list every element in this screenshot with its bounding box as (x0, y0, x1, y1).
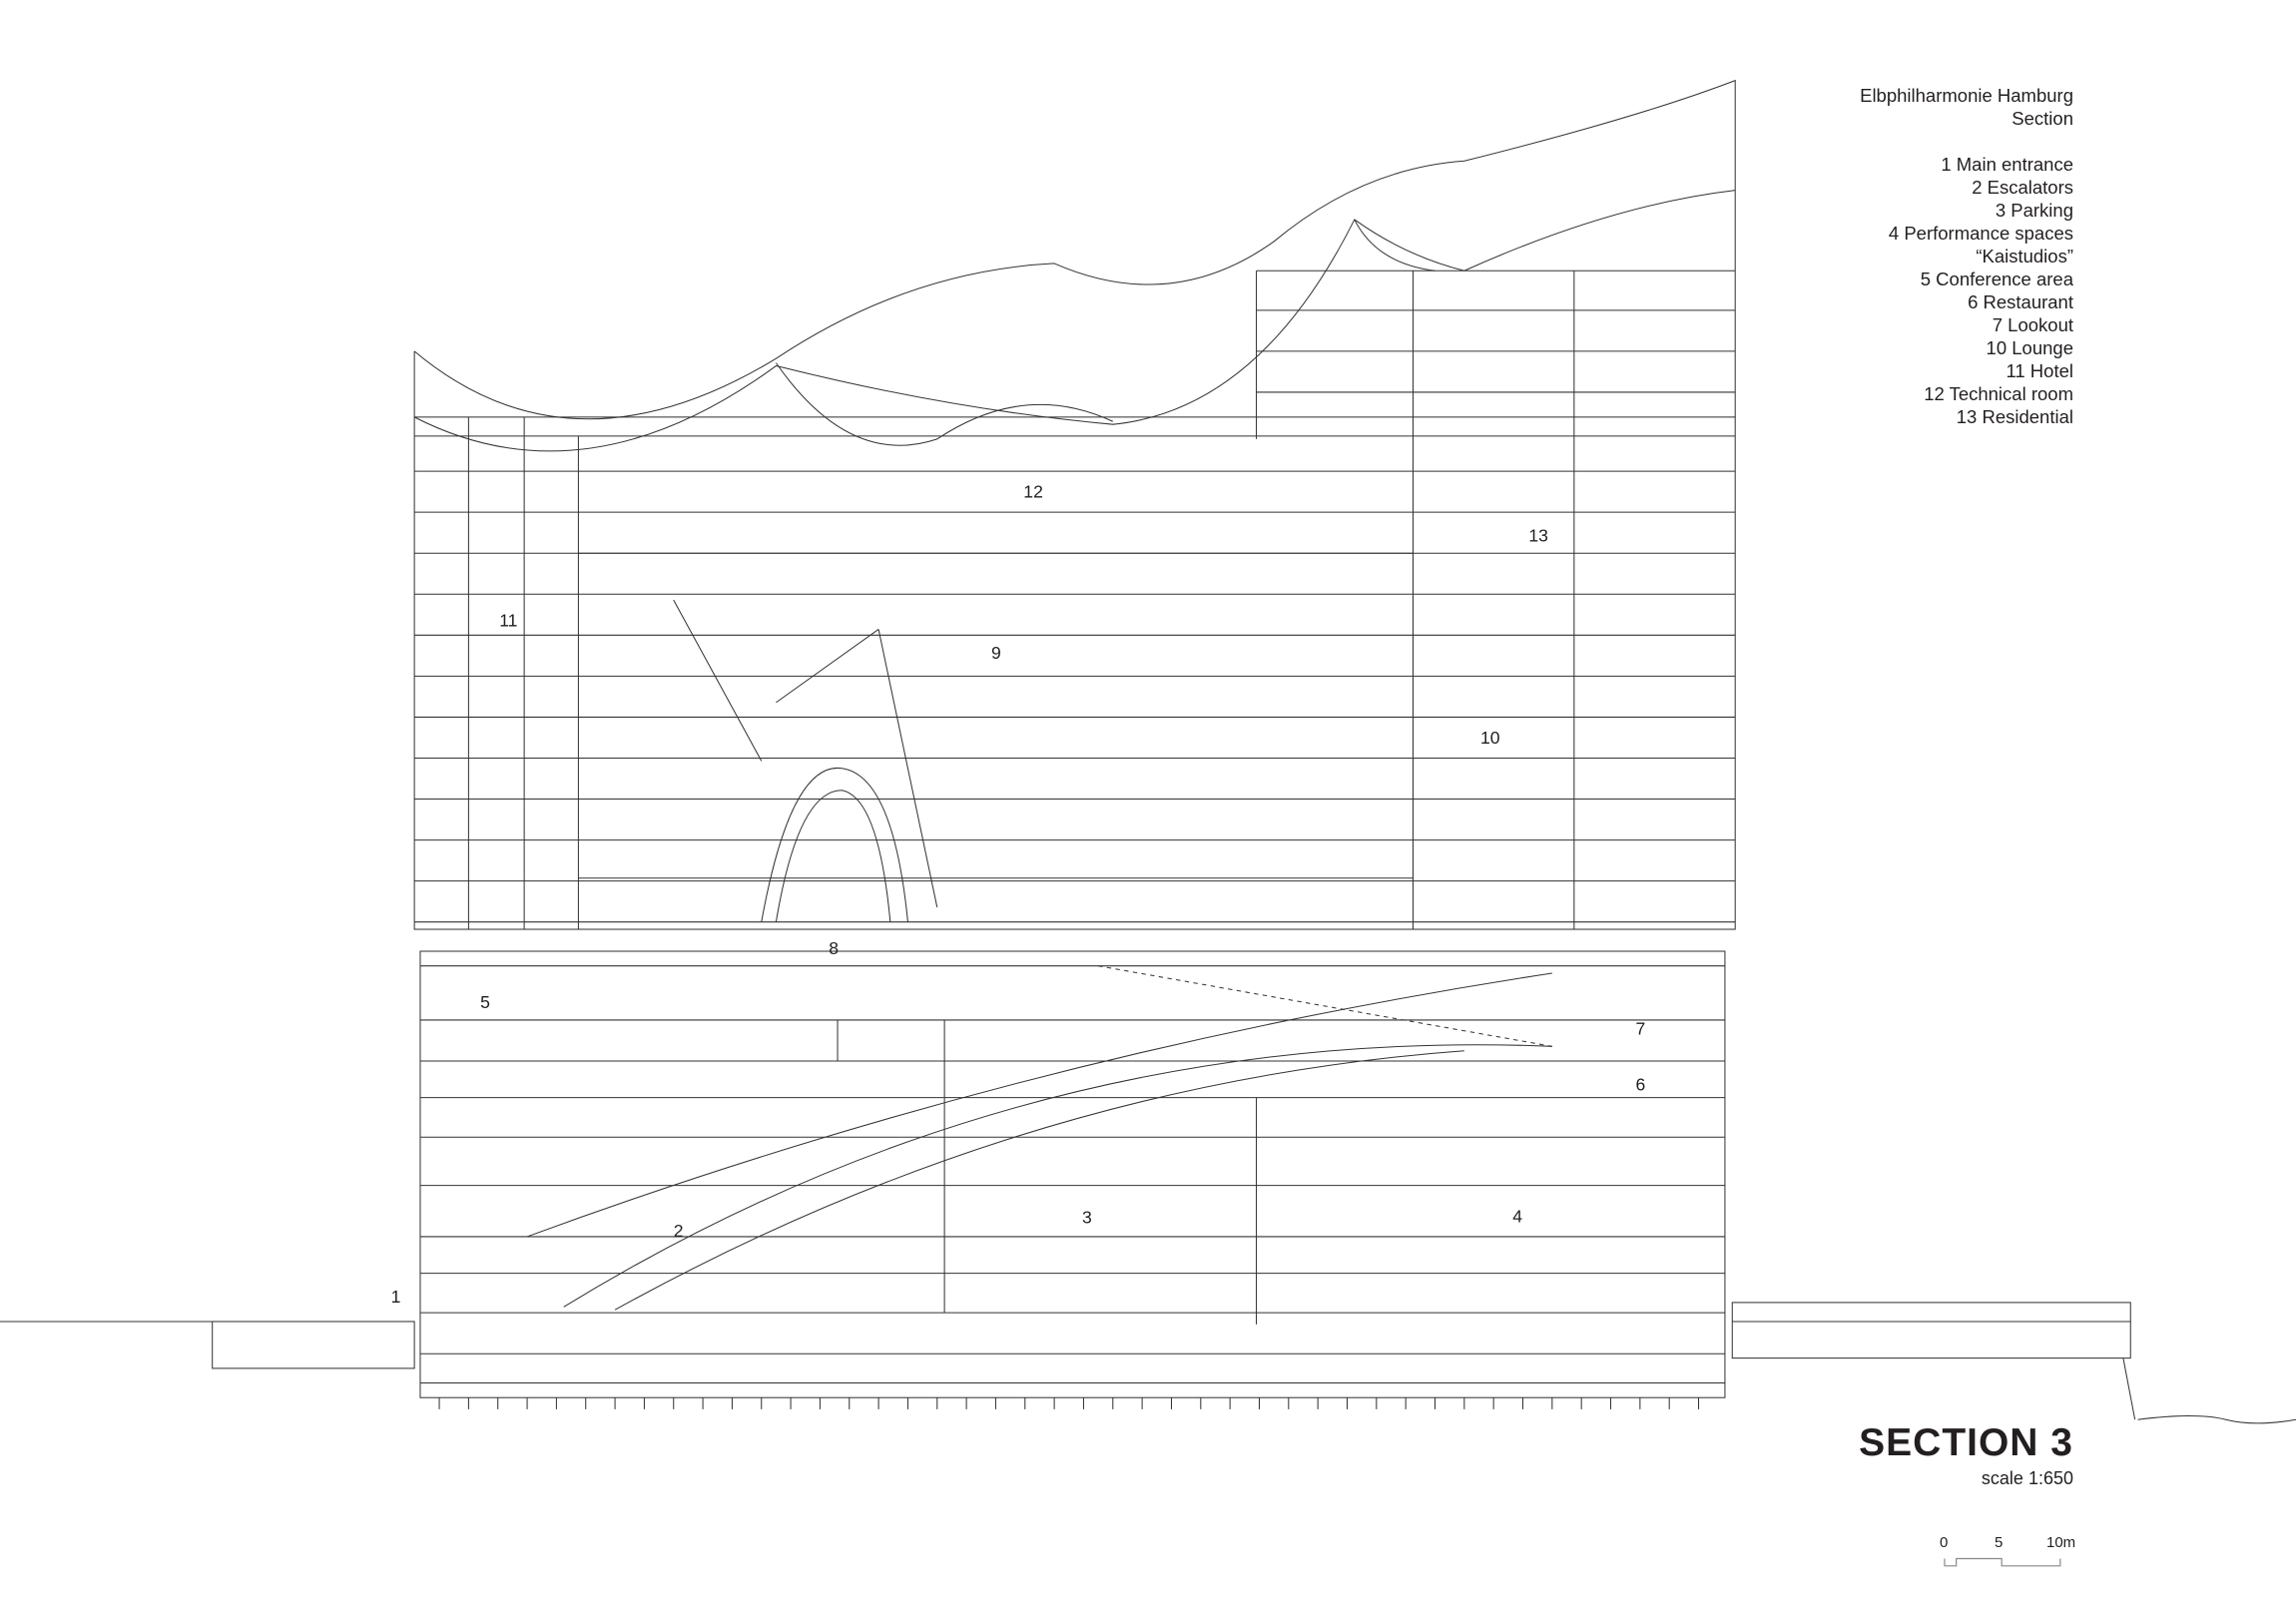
legend-item: 2 Escalators (1972, 177, 2073, 198)
label-13: 13 (1528, 525, 1548, 545)
legend-item: 11 Hotel (2006, 360, 2073, 381)
label-4: 4 (1512, 1206, 1522, 1226)
scale-bar-label-10m: 10m (2046, 1534, 2076, 1551)
label-10: 10 (1480, 728, 1500, 748)
escalator (526, 972, 1552, 1311)
scale-bar-label-5: 5 (1995, 1534, 2004, 1551)
section-title: SECTION 3 (1859, 1421, 2073, 1464)
water-line (2137, 1415, 2296, 1424)
quay-right (1731, 1302, 2131, 1359)
section-scale: scale 1:650 (1981, 1468, 2073, 1488)
label-8: 8 (829, 938, 839, 958)
label-11: 11 (499, 611, 517, 631)
label-2: 2 (674, 1221, 684, 1241)
legend-item: 5 Conference area (1920, 269, 2073, 289)
quay-left (212, 1321, 415, 1369)
legend-item: 3 Parking (1995, 200, 2073, 221)
glass-volume (413, 416, 1736, 930)
legend-item: 6 Restaurant (1968, 291, 2073, 312)
concert-hall (578, 552, 1415, 879)
legend-item: 10 Lounge (1986, 337, 2073, 358)
legend: Elbphilharmonie Hamburg Section 1 Main e… (1860, 84, 2073, 428)
legend-item: 4 Performance spaces (1888, 223, 2073, 244)
label-3: 3 (1082, 1208, 1092, 1228)
roof-wave (413, 79, 1736, 420)
legend-item: “Kaistudios” (1976, 246, 2073, 267)
label-1: 1 (391, 1287, 401, 1307)
scale-bar (1944, 1557, 2061, 1567)
label-5: 5 (480, 992, 490, 1012)
label-12: 12 (1023, 482, 1043, 502)
label-6: 6 (1635, 1074, 1645, 1094)
scale-bar-label-0: 0 (1940, 1534, 1949, 1551)
legend-item: 13 Residential (1956, 406, 2073, 427)
legend-item: 12 Technical room (1924, 383, 2073, 404)
legend-item: 7 Lookout (1992, 314, 2073, 335)
room-labels: 1 2 3 4 5 6 7 8 9 10 11 12 13 (391, 482, 1646, 1307)
legend-subtitle: Section (2011, 108, 2073, 129)
legend-item: 1 Main entrance (1941, 154, 2073, 175)
label-7: 7 (1635, 1019, 1645, 1039)
legend-title: Elbphilharmonie Hamburg (1860, 85, 2073, 106)
label-9: 9 (991, 643, 1001, 663)
warehouse-block (419, 950, 1726, 1398)
